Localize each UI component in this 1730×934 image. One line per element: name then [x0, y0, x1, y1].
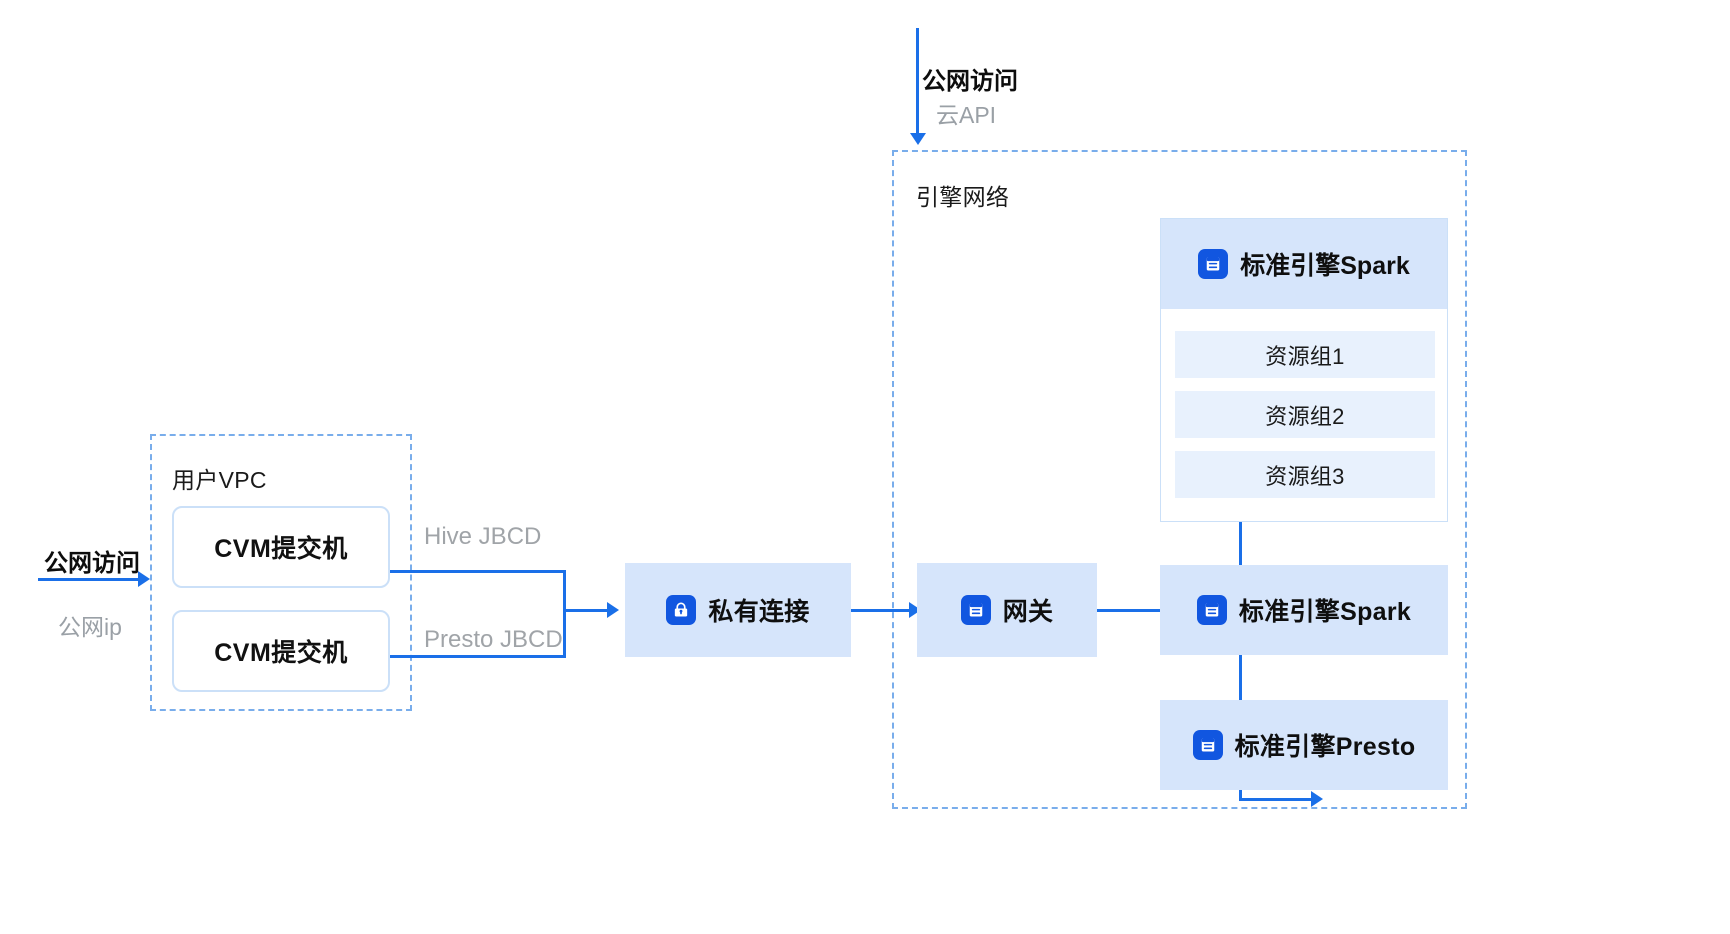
server-icon — [960, 595, 991, 625]
edge-label-presto-jdbc: Presto JBCD — [424, 626, 563, 653]
lock-icon — [666, 595, 697, 625]
cvm1-out-line — [390, 570, 566, 573]
region-engine-network — [892, 150, 1467, 809]
branch-to-engine-3-line — [1239, 798, 1313, 801]
left-access-subtitle: 公网ip — [58, 614, 122, 640]
left-access-title: 公网访问 — [44, 550, 140, 577]
resource-group-2-label: 资源组2 — [1265, 403, 1345, 429]
top-access-subtitle: 云API — [936, 102, 997, 128]
node-private-link-label: 私有连接 — [708, 598, 810, 626]
edge-label-hive-jdbc: Hive JBCD — [424, 523, 542, 550]
private-link-in-line — [563, 609, 609, 612]
cvm-card-2-label: CVM提交机 — [214, 639, 348, 667]
engine-card-2[interactable]: 标准引擎Spark — [1160, 565, 1448, 655]
resource-group-1-label: 资源组1 — [1265, 343, 1345, 369]
resource-group-3-label: 资源组3 — [1265, 463, 1345, 489]
engine-card-1[interactable]: 标准引擎Spark 资源组1 资源组2 资源组3 — [1160, 218, 1448, 522]
region-engine-network-label: 引擎网络 — [916, 184, 1010, 210]
top-access-title: 公网访问 — [922, 68, 1018, 95]
server-icon — [1192, 730, 1223, 760]
engine-card-1-header[interactable]: 标准引擎Spark — [1161, 219, 1447, 309]
server-icon — [1198, 249, 1229, 279]
node-private-link[interactable]: 私有连接 — [625, 563, 851, 657]
cvm-card-2[interactable]: CVM提交机 — [172, 610, 390, 692]
engine-card-3-label: 标准引擎Presto — [1234, 733, 1416, 761]
private-link-in-arrow — [607, 602, 619, 618]
cvm-merge-trunk — [563, 570, 566, 658]
resource-group-item[interactable]: 资源组1 — [1175, 331, 1435, 378]
region-user-vpc-label: 用户VPC — [172, 467, 267, 493]
cvm-card-1[interactable]: CVM提交机 — [172, 506, 390, 588]
resource-group-item[interactable]: 资源组3 — [1175, 451, 1435, 498]
engine-card-2-label: 标准引擎Spark — [1238, 598, 1412, 626]
engine-card-3[interactable]: 标准引擎Presto — [1160, 700, 1448, 790]
branch-to-engine-3-arrow — [1311, 791, 1323, 807]
server-icon — [1196, 595, 1227, 625]
left-access-arrow-head — [138, 571, 150, 587]
engine-fanout-trunk — [1239, 262, 1242, 799]
private-link-to-gateway-line — [851, 609, 911, 612]
top-access-arrow-line — [916, 28, 919, 138]
cvm-card-1-label: CVM提交机 — [214, 535, 348, 563]
engine-card-1-label: 标准引擎Spark — [1240, 252, 1410, 280]
cvm2-out-line — [390, 655, 566, 658]
node-gateway[interactable]: 网关 — [917, 563, 1097, 657]
resource-group-item[interactable]: 资源组2 — [1175, 391, 1435, 438]
top-access-arrow-head — [910, 133, 926, 145]
node-gateway-label: 网关 — [1002, 598, 1054, 626]
left-access-arrow-line — [38, 578, 140, 581]
